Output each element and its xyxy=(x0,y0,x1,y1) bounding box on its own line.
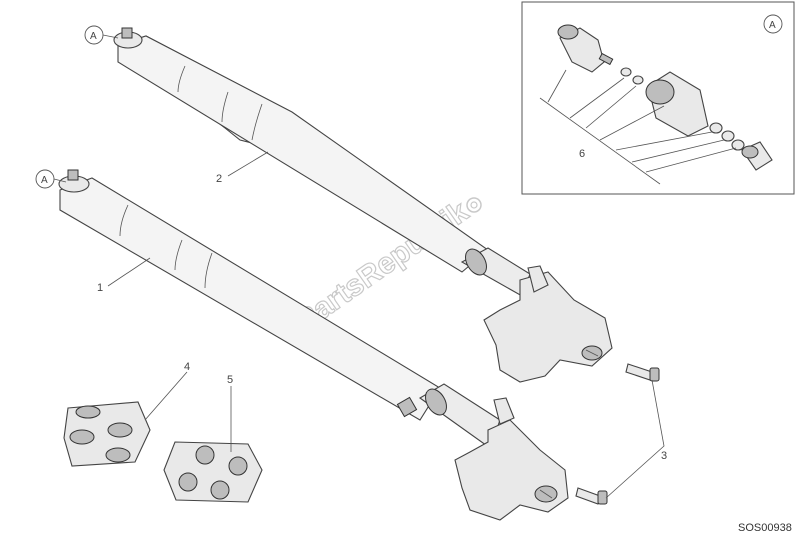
inset-detail: A 6 xyxy=(521,1,795,195)
fork-badge xyxy=(396,396,418,418)
callout-3: 3 xyxy=(661,450,667,462)
top-cap-adjuster xyxy=(67,169,79,181)
callout-2: 2 xyxy=(216,173,222,185)
axle-clamp-bolt xyxy=(625,363,660,382)
callout-1: 1 xyxy=(97,282,103,294)
spring-kit-4 xyxy=(63,401,151,467)
top-cap-adjuster xyxy=(121,27,133,39)
reference-mark-a-top: A xyxy=(84,25,119,45)
reference-mark-a-top-label: A xyxy=(90,31,97,42)
reference-mark-a-bottom: A xyxy=(35,169,67,189)
reference-mark-a-bottom-label: A xyxy=(41,175,48,186)
fork-leg-1 xyxy=(58,169,569,521)
fork-leg-2 xyxy=(113,27,613,383)
watermark-gear-icon xyxy=(466,197,482,213)
callout-5: 5 xyxy=(227,374,233,386)
callout-4: 4 xyxy=(184,361,190,373)
drawing-code: SOS00938 xyxy=(738,522,792,534)
inset-reference-mark: A xyxy=(769,20,776,31)
axle-clamp-bolt xyxy=(575,487,608,505)
callout-6: 6 xyxy=(579,148,585,160)
spring-kit-5 xyxy=(163,441,263,503)
